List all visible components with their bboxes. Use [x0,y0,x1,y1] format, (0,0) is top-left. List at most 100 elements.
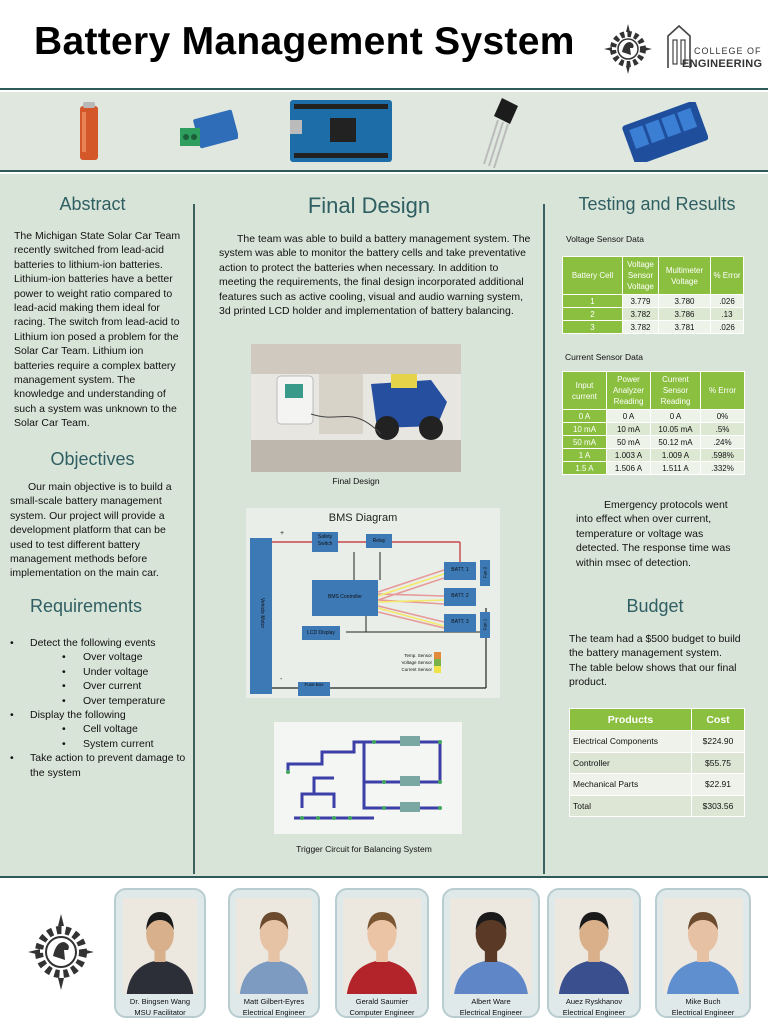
table-row: 1 3.779 3.780 .026 [562,294,744,308]
table-cell: 3.781 [658,320,711,334]
relay-label: Relay [372,538,386,544]
bms-diagram-drawing [250,532,490,696]
table-cell: .026 [710,320,744,334]
abstract-text: The Michigan State Solar Car Team recent… [14,230,181,430]
relay-module-image [622,102,708,162]
safety-switch-label: Safety Switch [317,534,333,547]
bms-diagram: BMS Diagram [246,508,500,698]
objectives-text: Our main objective is to build a small-s… [10,481,172,580]
voltage-table-header: % Error [710,256,744,295]
table-cell: 50 mA [606,435,651,449]
table-cell: 3.782 [622,307,659,321]
requirement-subitem: System current [10,737,190,752]
table-cell: 1.003 A [606,448,651,462]
lcd-display-label: LCD Display [307,630,335,636]
battery-2-label: BATT. 2 [451,593,469,599]
final-design-heading: Final Design [307,193,431,218]
fuse-box-label: Fuse Box [304,682,324,687]
budget-heading: Budget [626,596,684,616]
table-cell: .598% [700,448,745,462]
abstract-heading: Abstract [59,194,126,214]
table-cell: 1 [562,294,623,308]
budget-text: The team had a $500 budget to build the … [569,633,741,689]
voltage-table-header: Battery Cell [562,256,623,295]
table-cell: 10 mA [606,422,651,436]
team-member-name: Mike Buch [685,997,721,1006]
requirements-heading: Requirements [29,596,143,616]
fan-1-label: Fan 1 [482,618,488,631]
component-photo-strip [0,92,768,172]
table-row: Electrical Components $224.90 [569,730,745,753]
table-cell: 3.782 [622,320,659,334]
team-member-photo [343,898,421,994]
team-member-role: Electrical Engineer [242,1008,306,1017]
budget-table-header: Products [569,708,692,731]
table-row: Total $303.56 [569,794,745,817]
bms-controller-label: BMS Controller [328,594,362,600]
team-member-name: Matt Gilbert-Eyres [243,997,305,1006]
table-cell: 0% [700,409,745,423]
team-member-photo [123,898,197,994]
table-cell: Mechanical Parts [569,773,692,796]
table-cell: 3.779 [622,294,659,308]
table-cell: 1.5 A [562,461,607,475]
transistor-image [483,98,518,168]
team-member-name: Albert Ware [471,997,511,1006]
table-cell: Electrical Components [569,730,692,753]
table-row: Controller $55.75 [569,751,745,774]
table-row: 2 3.782 3.786 .13 [562,307,744,321]
current-table-header: Power Analyzer Reading [606,371,651,410]
current-sensor-table: Input current Power Analyzer Reading Cur… [562,371,745,475]
table-cell: .332% [700,461,745,475]
table-cell: 0 A [650,409,701,423]
requirement-item: Display the following [10,708,190,723]
voltage-sensor-data-label: Voltage Sensor Data [566,234,644,244]
table-row: 0 A 0 A 0 A 0% [562,409,745,423]
table-row: Mechanical Parts $22.91 [569,773,745,796]
team-member-role: Electrical Engineer [671,1008,735,1017]
table-cell: $22.91 [691,773,745,796]
table-cell: 10 mA [562,422,607,436]
battery-1-label: BATT. 1 [451,567,469,573]
team-member-role: MSU Facilitator [134,1008,186,1017]
table-cell: $224.90 [691,730,745,753]
requirements-list: Detect the following events Over voltage… [10,636,190,780]
column-divider-right [543,204,545,874]
poster-header: Battery Management System COLLEGE OF ENG… [0,0,768,90]
voltage-table-header: Multimeter Voltage [658,256,711,295]
spartan-gear-logo-icon [28,914,94,990]
table-cell: .026 [710,294,744,308]
table-row: 1.5 A 1.506 A 1.511 A .332% [562,461,745,475]
table-cell: 50.12 mA [650,435,701,449]
team-member-name: Dr. Bingsen Wang [129,997,191,1006]
objectives-heading: Objectives [50,449,135,469]
budget-table-header: Cost [691,708,745,731]
requirement-subitem: Over voltage [10,650,190,665]
budget-table: Products Cost Electrical Components $224… [569,708,745,817]
current-sensor-board-image [180,109,238,149]
arduino-mega-image [290,100,392,162]
legend-current-sensor: Current Sensor [401,667,432,672]
team-member-name: Auez Ryskhanov [565,997,623,1006]
table-cell: Controller [569,751,692,774]
team-member-role: Electrical Engineer [459,1008,523,1017]
table-cell: 50 mA [562,435,607,449]
table-cell: 3 [562,320,623,334]
poster-title: Battery Management System [34,20,575,63]
table-cell: $303.56 [691,794,745,817]
table-cell: 1.511 A [650,461,701,475]
table-cell: 1.506 A [606,461,651,475]
poster-body: Abstract The Michigan State Solar Car Te… [0,174,768,876]
requirement-item: Take action to prevent damage to the sys… [10,751,190,780]
fan-2-label: Fan 2 [482,566,488,579]
legend-temp-sensor: Temp. Sensor [404,653,432,658]
table-cell: .24% [700,435,745,449]
table-cell: .5% [700,422,745,436]
